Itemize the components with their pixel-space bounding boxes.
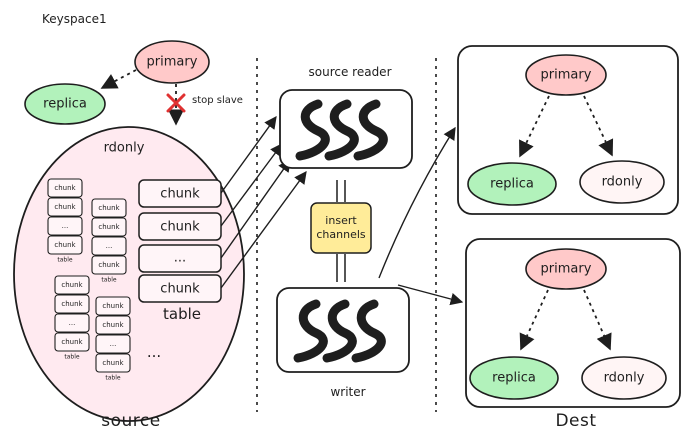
- mini-table-1-chunk-4-label: chunk: [54, 241, 76, 249]
- writer-label: writer: [330, 385, 366, 399]
- dest1-replica-label: replica: [490, 176, 534, 192]
- mini-table-2: [91, 198, 127, 275]
- big-table-label: table: [163, 305, 201, 323]
- dest2-rdonly-node: [581, 356, 667, 400]
- source-primary-label: primary: [146, 54, 198, 70]
- big-table-chunk-4: [138, 274, 222, 303]
- source-reader-label: source reader: [308, 65, 392, 79]
- dest-section-label: Dest: [555, 411, 597, 431]
- channel-pipe: [336, 180, 346, 282]
- big-table-chunk-2-label: chunk: [160, 219, 200, 235]
- chunk-to-reader-arrow-3: [220, 158, 291, 259]
- dest2-rdonly-label: rdonly: [603, 370, 645, 386]
- dest1-rdonly-label: rdonly: [601, 174, 643, 190]
- mini-table-4-chunk-3-label: ...: [109, 340, 117, 348]
- insert-channels-box: [310, 202, 372, 254]
- mini-table-4-chunk-4-label: chunk: [102, 359, 124, 367]
- big-table-chunk-3-label: ...: [173, 250, 187, 266]
- writer-to-dest1-arrow: [378, 126, 456, 279]
- mini-table-1-chunk-3-label: ...: [61, 222, 69, 230]
- mini-table-4-chunk-2-label: chunk: [102, 321, 124, 329]
- big-table-chunk-1: [138, 179, 222, 208]
- mini-table-4: [95, 296, 131, 373]
- keyspace-title: Keyspace1: [42, 12, 107, 26]
- big-table-chunk-4-label: chunk: [160, 281, 200, 297]
- mini-table-1-label: table: [57, 256, 73, 264]
- mini-table-3-chunk-1-label: chunk: [61, 281, 83, 289]
- source-replica-label: replica: [43, 96, 87, 112]
- dest2-primary-label: primary: [540, 261, 592, 277]
- big-table-chunk-1-label: chunk: [160, 186, 200, 202]
- stop-slave-label: stop slave: [192, 95, 243, 106]
- source-primary-node: [134, 40, 210, 84]
- dest2-primary-node: [525, 248, 607, 290]
- primary-to-replica-arrow: [100, 69, 137, 89]
- chunk-to-reader-arrow-1: [220, 115, 277, 194]
- mini-table-3-chunk-2-label: chunk: [61, 300, 83, 308]
- mini-table-2-label: table: [101, 276, 117, 284]
- insert-channels-label: insert channels: [316, 214, 366, 241]
- dest1-replica-node: [467, 162, 557, 206]
- mini-table-2-chunk-2-label: chunk: [98, 223, 120, 231]
- mini-table-3: [54, 275, 90, 352]
- rdonly-label: rdonly: [103, 140, 145, 156]
- mini-table-3-chunk-4-label: chunk: [61, 338, 83, 346]
- mini-table-1-chunk-1-label: chunk: [54, 184, 76, 192]
- source-section-label: source: [101, 411, 161, 431]
- dest2-replica-label: replica: [492, 370, 536, 386]
- stop-slave-cross-icon: [166, 93, 186, 113]
- mini-table-1: [47, 178, 83, 255]
- mini-table-4-label: table: [105, 374, 121, 382]
- mini-table-2-chunk-1-label: chunk: [98, 204, 120, 212]
- mini-table-3-chunk-3-label: ...: [68, 319, 76, 327]
- big-table: [138, 179, 222, 303]
- mini-table-2-chunk-3-label: ...: [105, 242, 113, 250]
- source-rdonly-node: [13, 126, 245, 422]
- dest1-primary-label: primary: [540, 67, 592, 83]
- reader-worker-squiggles-icon: [295, 99, 388, 161]
- chunk-to-reader-arrow-2: [220, 142, 283, 227]
- dest1-rdonly-node: [579, 160, 665, 204]
- dest1-primary-node: [525, 54, 607, 96]
- big-table-chunk-2: [138, 212, 222, 241]
- mini-table-3-label: table: [64, 353, 80, 361]
- dest2-replica-node: [469, 356, 559, 400]
- chunk-to-reader-arrow-4: [220, 170, 307, 289]
- mini-table-1-chunk-2-label: chunk: [54, 203, 76, 211]
- big-table-chunk-3: [138, 244, 222, 273]
- writer-worker-squiggles-icon: [293, 299, 386, 363]
- source-replica-node: [24, 83, 106, 125]
- mini-table-2-chunk-4-label: chunk: [98, 261, 120, 269]
- mini-table-4-chunk-1-label: chunk: [102, 302, 124, 310]
- writer-to-dest2-arrow: [397, 284, 464, 306]
- more-tables-ellipsis: ...: [146, 343, 162, 361]
